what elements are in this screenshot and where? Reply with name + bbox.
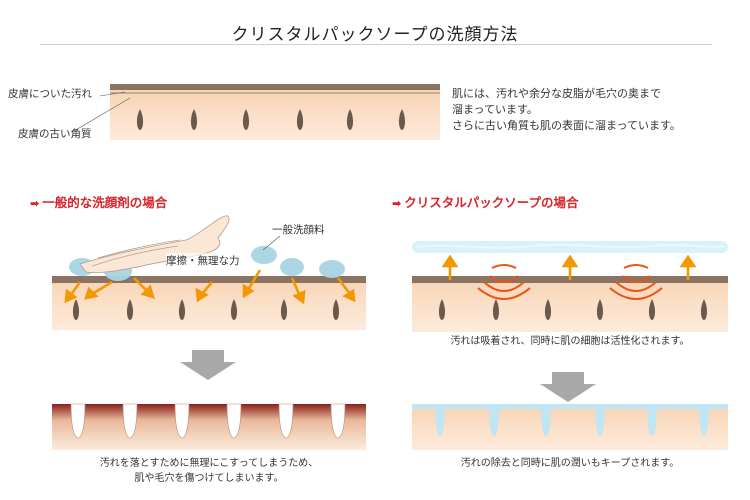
absorb-arrows xyxy=(441,254,697,280)
label-horny: 皮膚の古い角質 xyxy=(18,128,92,140)
intro-description: 肌には、汚れや余分な皮脂が毛穴の奥まで 溜まっています。 さらに古い角質も肌の表… xyxy=(452,86,742,134)
pore xyxy=(330,403,346,439)
pore xyxy=(296,92,304,130)
page-title: クリスタルパックソープの洗顔方法 xyxy=(231,25,519,45)
pore xyxy=(647,406,657,436)
pore xyxy=(122,403,138,439)
pore xyxy=(278,403,294,439)
left-caption-line: 汚れを落とすために無理にこすってしまうため、 xyxy=(99,458,319,469)
pore xyxy=(541,406,551,436)
right-heading: ➡クリスタルパックソープの場合 xyxy=(392,192,578,211)
pore xyxy=(242,92,250,130)
crystal-film xyxy=(412,241,728,253)
pore xyxy=(332,282,340,320)
right-arrow-icon: ➡ xyxy=(392,197,402,210)
right-healthy-skin xyxy=(412,404,728,450)
pore xyxy=(398,92,406,130)
label-dirt: 皮膚についた汚れ xyxy=(8,88,92,100)
desc-line: さらに古い角質も肌の表面に溜まっています。 xyxy=(452,119,681,132)
right-heading-text: クリスタルパックソープの場合 xyxy=(404,195,579,210)
activation-waves xyxy=(477,264,663,300)
pore xyxy=(699,406,709,436)
right-caption-top: 汚れは吸着され、同時に肌の細胞は活性化されます。 xyxy=(450,336,690,347)
pore xyxy=(72,282,80,320)
left-caption: 汚れを落とすために無理にこすってしまうため、 肌や毛穴を傷つけてしまいます。 xyxy=(52,456,366,486)
left-heading-text: 一般的な洗顔剤の場合 xyxy=(42,195,168,210)
right-arrow-icon: ➡ xyxy=(30,197,40,210)
hand-icon xyxy=(79,215,230,273)
left-heading: ➡一般的な洗顔剤の場合 xyxy=(30,192,167,211)
pore xyxy=(544,282,552,320)
pore xyxy=(280,282,288,320)
pore xyxy=(136,92,144,130)
desc-line: 溜まっています。 xyxy=(452,103,538,116)
left-caption-line: 肌や毛穴を傷つけてしまいます。 xyxy=(134,473,284,484)
label-force: 摩擦・無理な力 xyxy=(166,253,240,268)
pore xyxy=(435,406,445,436)
desc-line: 肌には、汚れや余分な皮脂が毛穴の奥まで xyxy=(452,87,661,100)
pore xyxy=(596,282,604,320)
left-damaged-skin xyxy=(52,403,366,450)
pore xyxy=(492,282,500,320)
pore xyxy=(70,403,86,439)
pore xyxy=(489,406,499,436)
friction-arrows xyxy=(64,269,356,305)
pore xyxy=(595,406,605,436)
pore xyxy=(700,282,708,320)
down-arrow-icon xyxy=(180,350,236,380)
pore xyxy=(226,403,242,439)
left-skin-diagram xyxy=(52,215,366,330)
intro-skin-diagram xyxy=(110,84,440,140)
title-divider xyxy=(40,44,712,45)
pore xyxy=(230,282,238,320)
pore xyxy=(648,282,656,320)
pore xyxy=(126,282,134,320)
label-cleanser: 一般洗顔料 xyxy=(272,224,325,236)
right-skin-diagram xyxy=(412,241,728,332)
pore xyxy=(346,92,354,130)
pore xyxy=(438,282,446,320)
right-caption-bottom: 汚れの除去と同時に肌の潤いもキープされます。 xyxy=(460,458,680,469)
down-arrow-icon xyxy=(540,372,596,402)
pore xyxy=(174,403,190,439)
pore xyxy=(190,92,198,130)
pore xyxy=(178,282,186,320)
